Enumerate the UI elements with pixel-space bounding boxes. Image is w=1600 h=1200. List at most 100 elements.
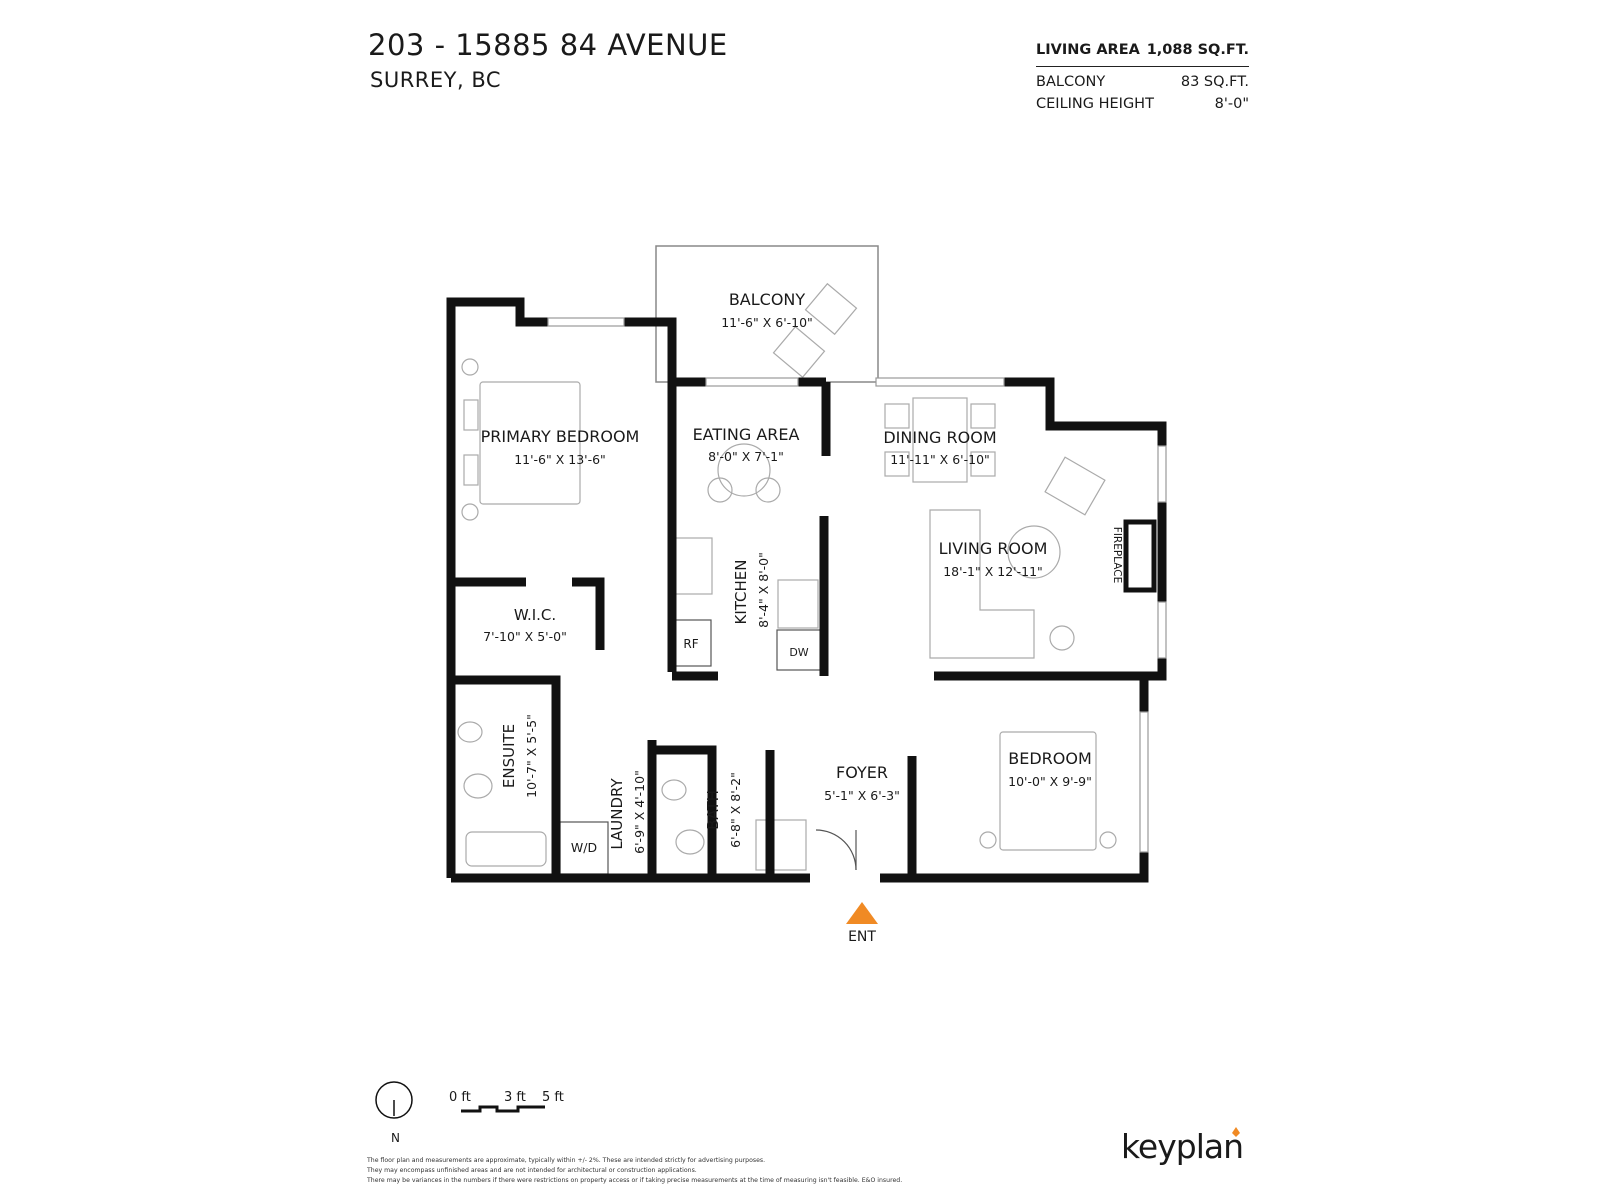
- kitchen-sink: [777, 579, 819, 629]
- shower: [755, 819, 807, 871]
- fireplace: [1123, 519, 1157, 593]
- bedroom-bed: [999, 731, 1097, 851]
- wall-east: [876, 377, 1167, 681]
- lamp-icon: [1099, 831, 1117, 849]
- bathtub: [465, 831, 547, 867]
- rf-label: RF: [683, 637, 698, 651]
- ceiling-height-label: CEILING HEIGHT: [1036, 96, 1154, 112]
- window: [705, 377, 799, 387]
- toilet-icon: [463, 773, 493, 799]
- chair: [755, 477, 781, 503]
- north-label: N: [391, 1131, 400, 1145]
- chair: [884, 451, 910, 477]
- window: [875, 377, 1005, 387]
- chair: [970, 403, 996, 429]
- chair: [884, 403, 910, 429]
- scale-bar: [461, 1105, 545, 1113]
- chair: [707, 477, 733, 503]
- bath-name: BATH: [704, 790, 722, 830]
- toilet-icon: [675, 829, 705, 855]
- chair: [970, 451, 996, 477]
- sofa: [929, 509, 1035, 659]
- lamp-icon: [461, 358, 479, 376]
- balcony-dims: 11'-6" X 6'-10": [721, 315, 813, 330]
- foyer-name: FOYER: [836, 763, 888, 782]
- nightstand: [463, 454, 479, 486]
- ceiling-height-value: 8'-0": [1214, 96, 1249, 112]
- entry-door-swing: [815, 829, 857, 871]
- furniture: [457, 282, 1117, 871]
- room-labels: BALCONY 11'-6" X 6'-10" PRIMARY BEDROOM …: [481, 290, 1123, 945]
- area-stats: LIVING AREA 1,088 SQ.FT. BALCONY 83 SQ.F…: [1036, 38, 1249, 115]
- window: [1157, 601, 1167, 659]
- stove: [671, 537, 713, 595]
- lamp-icon: [461, 503, 479, 521]
- bath-dims: 6'-8" X 8'-2": [728, 772, 743, 848]
- laundry-dims: 6'-9" X 4'-10": [632, 770, 647, 854]
- bedroom-dims: 10'-0" X 9'-9": [1008, 774, 1092, 789]
- balcony-outline: [655, 245, 879, 383]
- wall-bath: [652, 745, 717, 878]
- fireplace-box: [1123, 519, 1157, 593]
- balcony-name: BALCONY: [729, 290, 806, 309]
- balcony-area-row: BALCONY 83 SQ.FT.: [1036, 71, 1249, 93]
- wic-dims: 7'-10" X 5'-0": [483, 629, 567, 644]
- wall-ensuite: [451, 675, 561, 878]
- sink-icon: [457, 721, 483, 743]
- balcony-chair: [804, 282, 858, 336]
- living-area-row: LIVING AREA 1,088 SQ.FT.: [1036, 38, 1249, 67]
- dining-room-name: DINING ROOM: [883, 428, 996, 447]
- armchair: [1044, 456, 1106, 516]
- balcony-area-value: 83 SQ.FT.: [1180, 74, 1249, 90]
- balcony-area-label: BALCONY: [1036, 74, 1106, 90]
- brand-flame-icon: [1232, 1127, 1240, 1137]
- laundry-name: LAUNDRY: [608, 777, 626, 849]
- north-arrow-icon: [375, 1081, 413, 1119]
- living-room-name: LIVING ROOM: [939, 539, 1048, 558]
- ceiling-height-row: CEILING HEIGHT 8'-0": [1036, 93, 1249, 115]
- disclaimer-line: They may encompass unfinished areas and …: [367, 1167, 697, 1174]
- entrance-label: ENT: [848, 929, 876, 945]
- scale-bar-line: [461, 1105, 545, 1113]
- living-area-value: 1,088 SQ.FT.: [1146, 42, 1249, 58]
- living-area-label: LIVING AREA: [1036, 42, 1140, 58]
- foyer-dims: 5'-1" X 6'-3": [824, 788, 900, 803]
- window: [1139, 711, 1149, 853]
- scale-zero: 0 ft: [449, 1090, 471, 1105]
- primary-bedroom-name: PRIMARY BEDROOM: [481, 427, 640, 446]
- fireplace-label: FIREPLACE: [1111, 527, 1123, 583]
- balcony-rail: [655, 245, 879, 383]
- brand-mark: [1232, 1127, 1240, 1137]
- disclaimer-line: The floor plan and measurements are appr…: [367, 1157, 766, 1164]
- kitchen-name: KITCHEN: [732, 560, 750, 625]
- property-city: SURREY, BC: [370, 68, 502, 92]
- windows: [547, 317, 1167, 853]
- disclaimer-line: There may be variances in the numbers if…: [367, 1177, 903, 1184]
- walls: [446, 297, 1167, 883]
- window: [547, 317, 625, 327]
- property-address: 203 - 15885 84 AVENUE: [368, 28, 728, 62]
- north-arrow: [375, 1081, 413, 1119]
- ensuite-dims: 10'-7" X 5'-5": [524, 714, 539, 798]
- eating-table: [717, 443, 771, 497]
- wd-label: W/D: [571, 840, 597, 855]
- scale-five: 5 ft: [542, 1090, 564, 1105]
- sink-icon: [661, 779, 687, 801]
- window: [1157, 445, 1167, 503]
- lamp-icon: [979, 831, 997, 849]
- dining-room-dims: 11'-11" X 6'-10": [890, 452, 990, 467]
- wic-name: W.I.C.: [514, 606, 556, 624]
- bedroom-name: BEDROOM: [1008, 749, 1092, 768]
- lamp-icon: [1049, 625, 1075, 651]
- kitchen-dims: 8'-4" X 8'-0": [756, 552, 771, 628]
- wall-wic-right: [572, 577, 605, 650]
- dw-label: DW: [789, 646, 808, 659]
- disclaimer: The floor plan and measurements are appr…: [367, 1156, 1067, 1186]
- living-room-dims: 18'-1" X 12'-11": [943, 564, 1043, 579]
- primary-bedroom-dims: 11'-6" X 13'-6": [514, 452, 606, 467]
- brand-logo: keyplan: [1121, 1127, 1244, 1166]
- ensuite-name: ENSUITE: [500, 724, 518, 788]
- dining-table: [912, 397, 968, 483]
- eating-area-dims: 8'-0" X 7'-1": [708, 449, 784, 464]
